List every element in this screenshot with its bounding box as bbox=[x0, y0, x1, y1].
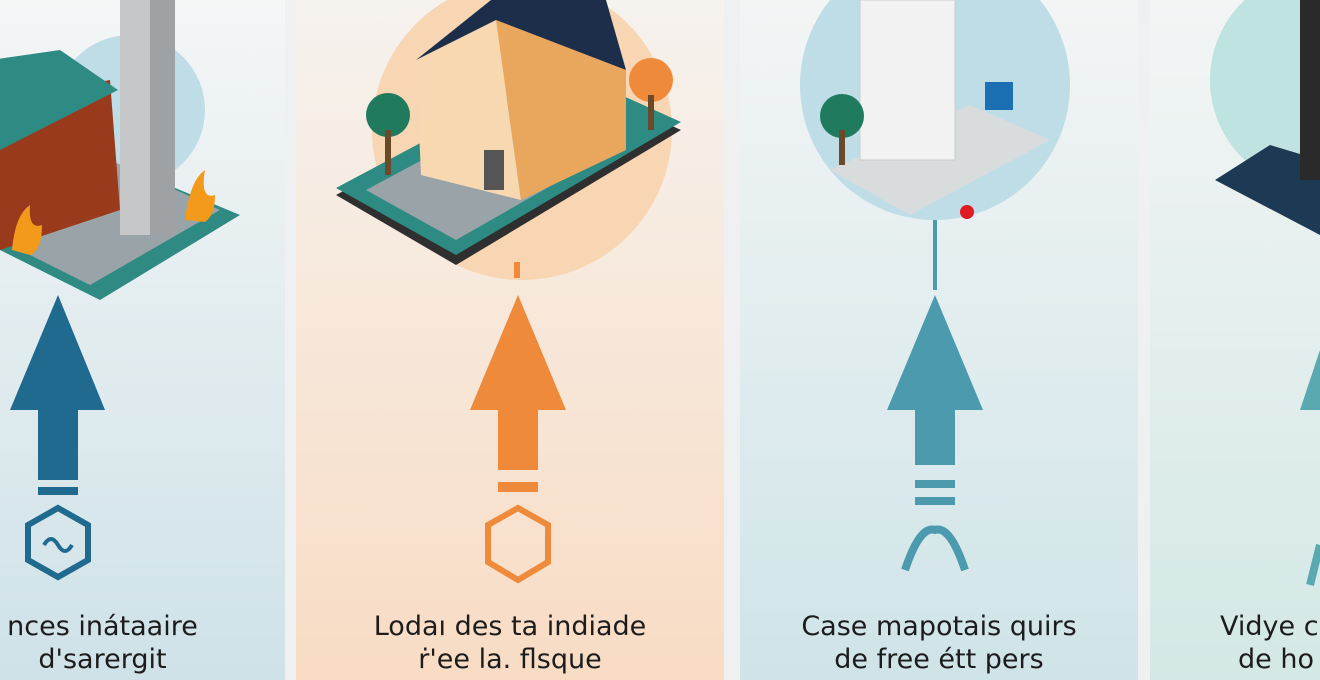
up-arrow-icon bbox=[470, 295, 566, 584]
up-arrow-icon bbox=[10, 295, 105, 581]
boiler-illustration bbox=[800, 0, 1070, 290]
wave-lines-icon bbox=[901, 525, 969, 572]
house-fire-illustration bbox=[0, 0, 240, 300]
up-arrow-icon bbox=[1300, 350, 1320, 586]
house-illustration bbox=[336, 0, 681, 280]
water-heater-illustration bbox=[1210, 0, 1320, 235]
hexagon-arrow-icon bbox=[485, 504, 551, 584]
hexagon-wave-icon bbox=[25, 504, 91, 581]
up-arrow-icon bbox=[887, 295, 983, 572]
